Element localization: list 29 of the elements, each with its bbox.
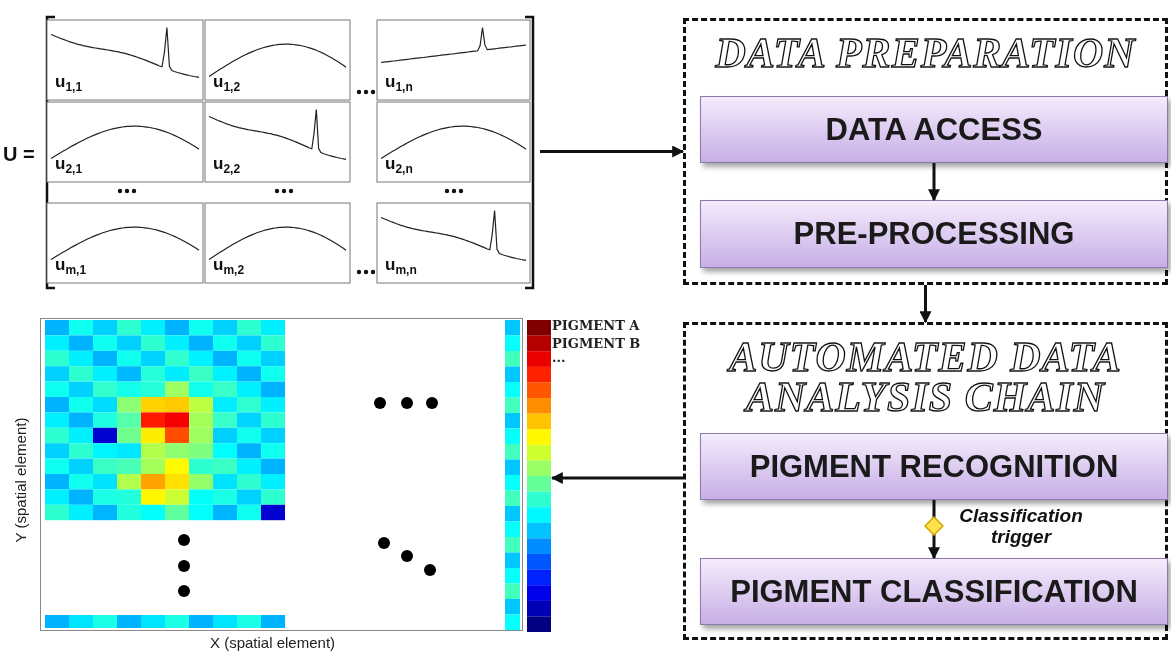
arrow	[928, 500, 940, 560]
process-box: PIGMENT RECOGNITION	[700, 433, 1168, 500]
axis-label: Y (spatial element)	[11, 417, 29, 543]
colorbar-label: ...	[552, 350, 566, 365]
group-title: AUTOMATED DATA ANALYSIS CHAIN	[686, 337, 1165, 417]
matrix-entry-label: u$_{1,2}$	[213, 72, 241, 95]
process-box: PIGMENT CLASSIFICATION	[700, 558, 1168, 625]
group-title: DATA PREPARATION	[713, 33, 1138, 73]
arrow	[540, 145, 685, 158]
matrix-entry-label: u$_{1,n}$	[385, 72, 413, 95]
matrix-entry-label: u$_{2,1}$	[55, 154, 83, 177]
colorbar-label: PIGMENT A	[552, 318, 640, 333]
matrix-entry-label: u$_{2,2}$	[213, 154, 241, 177]
matrix-entry-label: u$_{m,2}$	[213, 255, 245, 278]
dashed-group-box	[683, 322, 1168, 640]
arrow	[928, 163, 940, 202]
colorbar-label: PIGMENT B	[552, 336, 641, 351]
matrix-symbol: U =	[3, 143, 35, 166]
matrix-entry-label: u$_{m,1}$	[55, 255, 87, 278]
matrix-entry-label: u$_{2,n}$	[385, 154, 413, 177]
matrix-entry-label: u$_{m,n}$	[385, 255, 417, 278]
process-box: PRE-PROCESSING	[700, 200, 1168, 268]
dashed-group-box	[683, 18, 1168, 285]
axis-label: X (spatial element)	[210, 634, 336, 651]
arrow	[919, 285, 932, 324]
edge-label: Classification trigger	[958, 505, 1084, 547]
heatmap-picture	[40, 318, 552, 634]
arrow	[550, 472, 683, 484]
process-box: DATA ACCESS	[700, 96, 1168, 163]
